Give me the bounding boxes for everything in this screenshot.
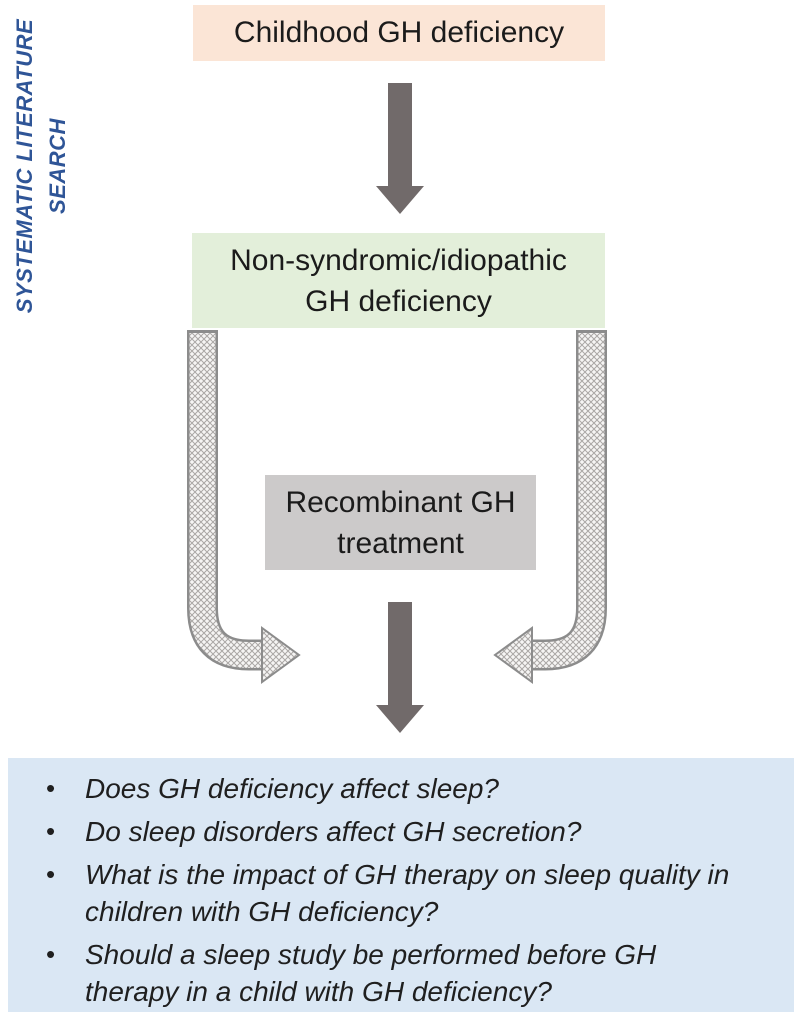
bullet-icon: • [46,773,56,803]
bullet-icon: • [46,859,56,889]
curved-arrow-right [493,330,607,684]
question-2-line-1: Do sleep disorders affect GH secretion? [85,816,582,847]
question-4-line-2: therapy in a child with GH deficiency? [85,976,552,1007]
research-questions-box: • Does GH deficiency affect sleep? • Do … [8,758,794,1012]
question-3-line-1: What is the impact of GH therapy on slee… [85,859,730,890]
research-questions-list: • Does GH deficiency affect sleep? • Do … [8,770,774,1010]
question-item-2: • Do sleep disorders affect GH secretion… [8,813,774,850]
treatment-line-2: treatment [337,526,464,560]
question-3-line-2: children with GH deficiency? [85,896,439,927]
question-4-line-1: Should a sleep study be performed before… [85,939,657,970]
question-item-3: • What is the impact of GH therapy on sl… [8,856,774,930]
non-syndromic-line-1: Non-syndromic/idiopathic [230,243,567,277]
down-arrow-1 [376,83,424,214]
recombinant-gh-treatment-box: Recombinant GH treatment [265,475,536,570]
childhood-gh-deficiency-label: Childhood GH deficiency [233,16,565,49]
non-syndromic-line-2: GH deficiency [305,284,492,318]
question-item-4: • Should a sleep study be performed befo… [8,936,774,1010]
bullet-icon: • [46,939,56,969]
down-arrow-2 [376,602,424,733]
question-item-1: • Does GH deficiency affect sleep? [8,770,774,807]
curved-arrow-left [187,330,301,684]
childhood-gh-deficiency-box: Childhood GH deficiency [193,5,605,61]
bullet-icon: • [46,816,56,846]
non-syndromic-idiopathic-box: Non-syndromic/idiopathic GH deficiency [192,233,605,328]
treatment-line-1: Recombinant GH [285,485,516,519]
question-1-line-1: Does GH deficiency affect sleep? [85,773,499,804]
